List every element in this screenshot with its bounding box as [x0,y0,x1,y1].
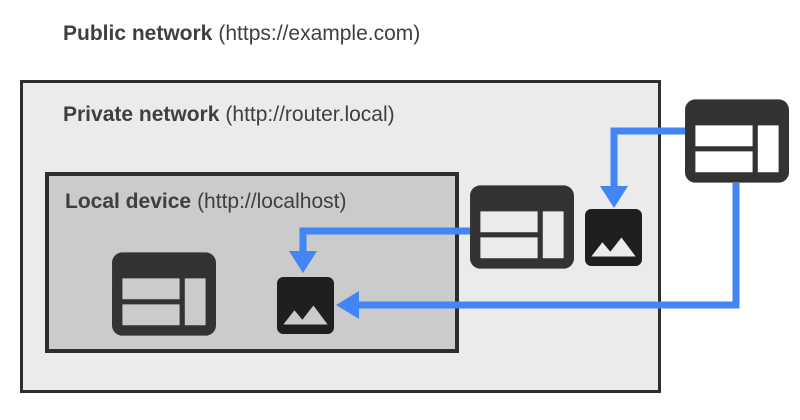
local-website-icon [112,252,216,336]
private-network-label: Private network (http://router.local) [63,103,395,127]
private-network-url: (http://router.local) [225,103,395,126]
public-website-icon [685,99,789,183]
local-device-label: Local device (http://localhost) [65,190,346,214]
private-network-name: Private network [63,103,220,126]
local-device-url: (http://localhost) [197,190,347,213]
private-website-icon [470,185,574,269]
private-image-icon [585,209,642,266]
local-image-icon [277,277,334,334]
public-network-url: (https://example.com) [218,22,421,45]
public-network-name: Public network [63,22,213,45]
local-device-name: Local device [65,190,192,213]
public-network-title: Public network (https://example.com) [63,22,420,46]
